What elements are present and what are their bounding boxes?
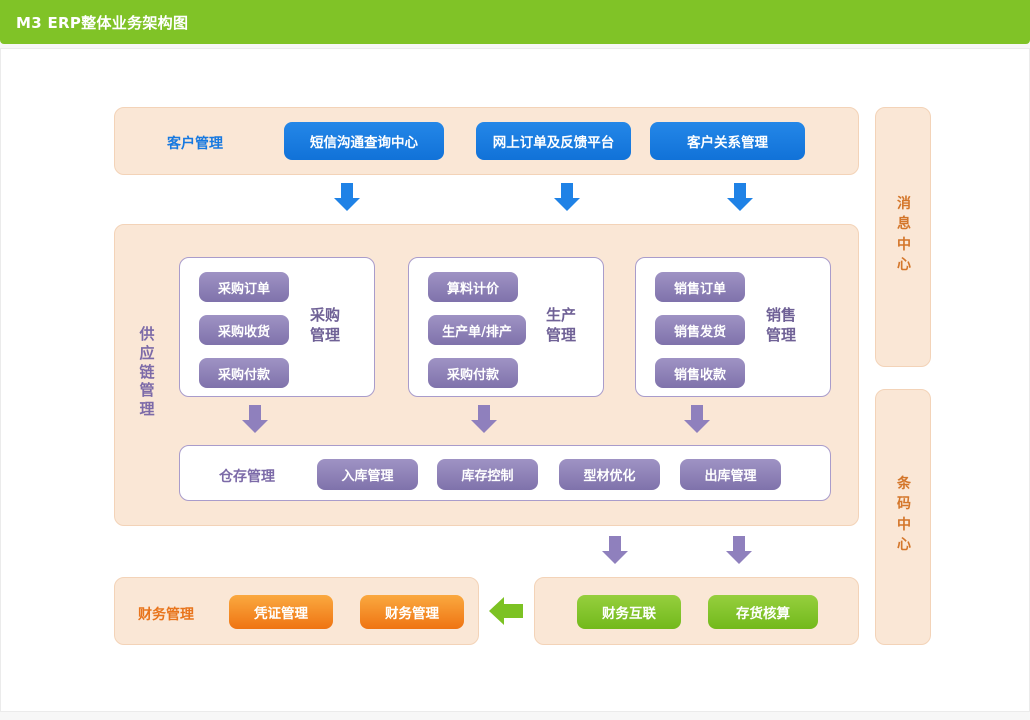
finance-management-panel: 财务管理 凭证管理 财务管理: [114, 577, 479, 645]
rail-char: 心: [897, 536, 911, 553]
card-production-management: 算料计价 生产单/排产 采购付款 生产 管理: [408, 257, 604, 397]
arrow-stem: [561, 183, 573, 199]
button-outbound-management[interactable]: 出库管理: [680, 459, 781, 490]
card-title-line-1: 生产: [545, 306, 576, 324]
rail-char: 条: [897, 476, 911, 492]
accounting-panel: 财务互联 存货核算: [534, 577, 859, 645]
arrow-left-green: [489, 597, 523, 625]
arrow-stem: [734, 183, 746, 199]
warehouse-management-label: 仓存管理: [219, 469, 275, 485]
button-sms-inquiry-center[interactable]: 短信沟通查询中心: [284, 122, 444, 160]
card-sales-management: 销售订单 销售发货 销售收款 销售 管理: [635, 257, 831, 397]
card-title-line-1: 销售: [765, 306, 796, 324]
arrow-down-purple-2: [471, 405, 497, 434]
button-profile-optimization[interactable]: 型材优化: [559, 459, 660, 490]
button-inventory-control[interactable]: 库存控制: [437, 459, 538, 490]
arrow-stem: [341, 183, 353, 199]
supply-chain-panel: 供应链管理 采购订单 采购收货 采购付款 采购 管理 算料计价 生产单/排产 采…: [114, 224, 859, 526]
rail-char: 码: [897, 496, 911, 513]
arrow-down-blue-1: [334, 183, 360, 212]
arrow-down-blue-2: [554, 183, 580, 212]
card-title-line-2: 管理: [309, 326, 340, 345]
arrow-stem: [609, 536, 621, 552]
card-title-line-2: 管理: [545, 326, 576, 345]
arrow-stem: [249, 405, 261, 421]
rail-char: 消: [897, 196, 911, 212]
diagram-canvas: 客户管理 短信沟通查询中心 网上订单及反馈平台 客户关系管理 供应链管理 采购订…: [0, 48, 1030, 712]
arrow-stem: [503, 604, 523, 618]
barcode-center-panel[interactable]: 条 码 中 心: [875, 389, 931, 645]
arrow-down-purple-5: [726, 536, 752, 565]
arrow-stem: [478, 405, 490, 421]
button-sales-order[interactable]: 销售订单: [655, 272, 745, 302]
arrow-head: [242, 420, 268, 433]
button-production-order-scheduling[interactable]: 生产单/排产: [428, 315, 526, 345]
rail-char: 息: [897, 216, 911, 233]
rail-char: 心: [897, 256, 911, 273]
barcode-center-label: 条 码 中 心: [876, 474, 932, 555]
card-title-line-1: 采购: [309, 306, 340, 324]
button-online-order-feedback-platform[interactable]: 网上订单及反馈平台: [476, 122, 631, 160]
customer-management-panel: 客户管理 短信沟通查询中心 网上订单及反馈平台 客户关系管理: [114, 107, 859, 175]
card-title-sales: 销售 管理: [764, 305, 798, 346]
arrow-stem: [691, 405, 703, 421]
arrow-down-purple-3: [684, 405, 710, 434]
arrow-head: [334, 198, 360, 211]
arrow-head: [726, 551, 752, 564]
arrow-head: [489, 597, 504, 625]
button-purchase-order[interactable]: 采购订单: [199, 272, 289, 302]
button-purchase-payment[interactable]: 采购付款: [199, 358, 289, 388]
button-crm[interactable]: 客户关系管理: [650, 122, 805, 160]
button-material-costing[interactable]: 算料计价: [428, 272, 518, 302]
button-production-purchase-payment[interactable]: 采购付款: [428, 358, 518, 388]
button-purchase-receiving[interactable]: 采购收货: [199, 315, 289, 345]
arrow-down-purple-1: [242, 405, 268, 434]
arrow-down-purple-4: [602, 536, 628, 565]
card-title-production: 生产 管理: [544, 305, 578, 346]
rail-char: 中: [897, 236, 911, 253]
button-sales-delivery[interactable]: 销售发货: [655, 315, 745, 345]
arrow-head: [727, 198, 753, 211]
card-warehouse-management: 仓存管理 入库管理 库存控制 型材优化 出库管理: [179, 445, 831, 501]
arrow-head: [602, 551, 628, 564]
arrow-stem: [733, 536, 745, 552]
card-title-purchasing: 采购 管理: [308, 305, 342, 346]
finance-management-label: 财务管理: [138, 607, 194, 623]
button-voucher-management[interactable]: 凭证管理: [229, 595, 333, 629]
customer-management-label: 客户管理: [167, 136, 223, 152]
arrow-down-blue-3: [727, 183, 753, 212]
page-title: M3 ERP整体业务架构图: [16, 14, 189, 32]
supply-chain-label: 供应链管理: [139, 325, 155, 418]
button-inbound-management[interactable]: 入库管理: [317, 459, 418, 490]
app-header-bar: M3 ERP整体业务架构图: [0, 0, 1030, 44]
button-sales-collection[interactable]: 销售收款: [655, 358, 745, 388]
button-inventory-accounting[interactable]: 存货核算: [708, 595, 818, 629]
message-center-panel[interactable]: 消 息 中 心: [875, 107, 931, 367]
card-purchasing-management: 采购订单 采购收货 采购付款 采购 管理: [179, 257, 375, 397]
message-center-label: 消 息 中 心: [876, 194, 932, 275]
arrow-head: [684, 420, 710, 433]
arrow-head: [471, 420, 497, 433]
button-financial-management[interactable]: 财务管理: [360, 595, 464, 629]
rail-char: 中: [897, 516, 911, 533]
card-title-line-2: 管理: [765, 326, 796, 345]
arrow-head: [554, 198, 580, 211]
button-financial-interconnect[interactable]: 财务互联: [577, 595, 681, 629]
